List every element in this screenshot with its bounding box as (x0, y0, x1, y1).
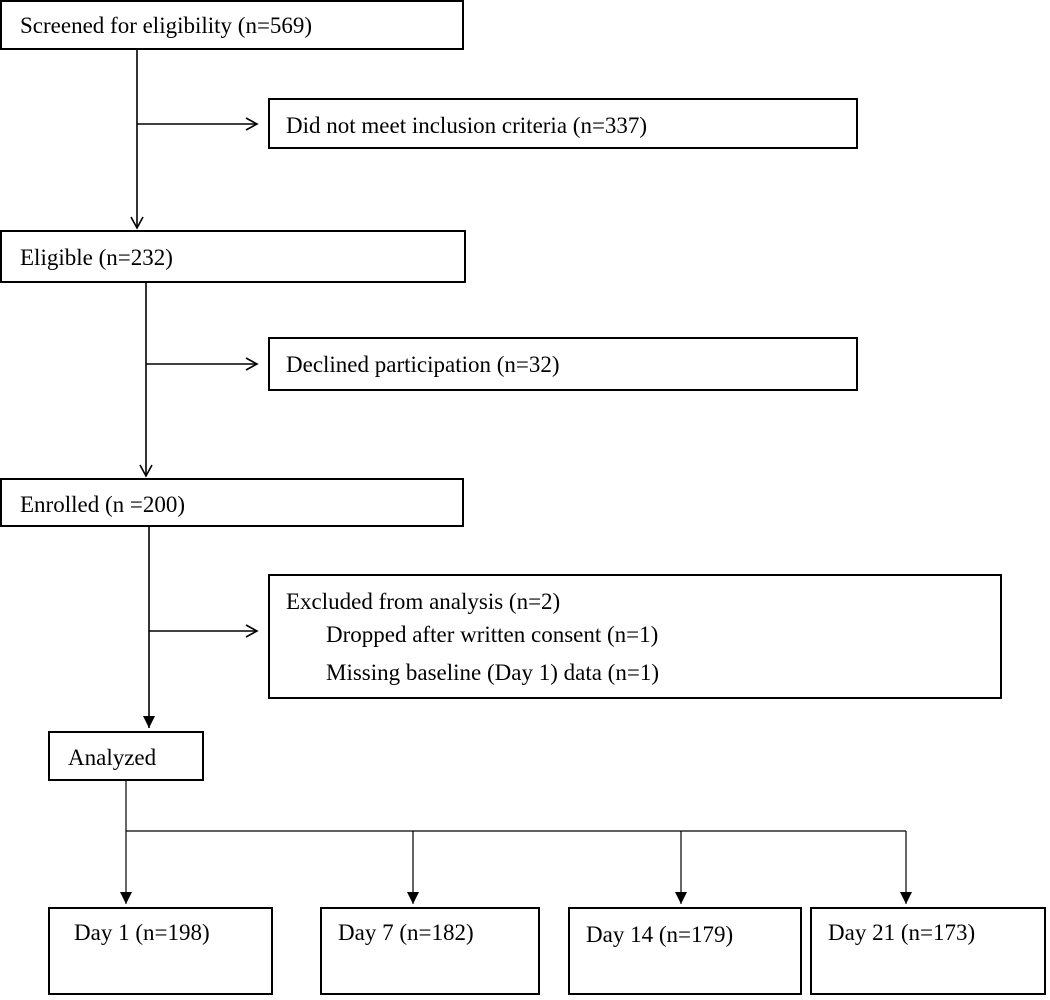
day14-label: Day 14 (n=179) (586, 922, 734, 947)
not-meet-criteria-box: Did not meet inclusion criteria (n=337) (268, 98, 858, 149)
enrolled-label: Enrolled (n =200) (20, 492, 185, 517)
day21-label: Day 21 (n=173) (828, 920, 976, 945)
declined-label: Declined participation (n=32) (286, 352, 560, 377)
excluded-reason-missing-baseline: Missing baseline (Day 1) data (n=1) (326, 660, 659, 685)
analyzed-box: Analyzed (48, 731, 204, 781)
enrolled-box: Enrolled (n =200) (0, 478, 464, 527)
excluded-reason-dropped: Dropped after written consent (n=1) (326, 622, 659, 647)
day1-label: Day 1 (n=198) (74, 920, 210, 945)
day21-box: Day 21 (n=173) (810, 907, 1046, 995)
screened-label: Screened for eligibility (n=569) (20, 13, 313, 38)
eligible-box: Eligible (n=232) (0, 230, 466, 283)
eligible-label: Eligible (n=232) (20, 245, 173, 270)
day7-box: Day 7 (n=182) (320, 907, 540, 995)
screened-box: Screened for eligibility (n=569) (0, 0, 464, 50)
declined-box: Declined participation (n=32) (268, 337, 858, 391)
analyzed-label: Analyzed (68, 745, 157, 770)
day7-label: Day 7 (n=182) (338, 920, 474, 945)
excluded-title: Excluded from analysis (n=2) (286, 589, 561, 614)
day14-box: Day 14 (n=179) (568, 907, 802, 995)
excluded-box: Excluded from analysis (n=2) Dropped aft… (268, 574, 1002, 699)
not-meet-criteria-label: Did not meet inclusion criteria (n=337) (286, 113, 648, 138)
day1-box: Day 1 (n=198) (48, 907, 273, 995)
